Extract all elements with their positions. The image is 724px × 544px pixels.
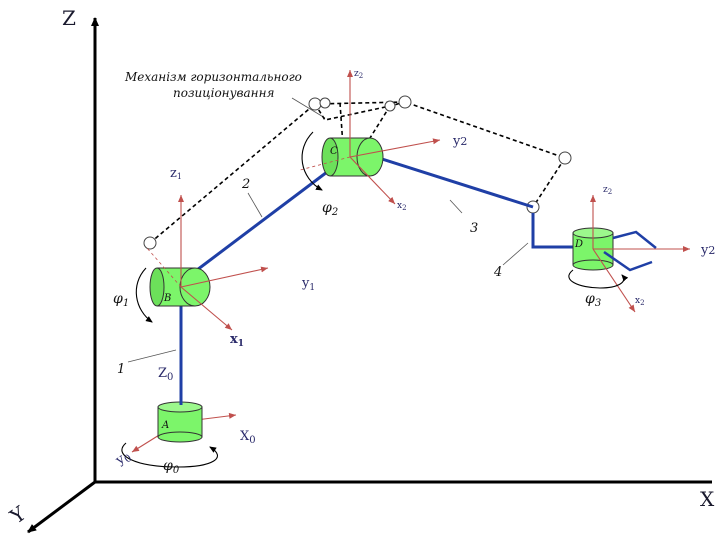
z1-label: z1 [170, 166, 182, 181]
link-3-label: 3 [470, 221, 478, 236]
x2-label-d: x2 [635, 296, 645, 307]
z0-label: Z0 [158, 366, 173, 383]
x-axis-label: X [700, 487, 715, 511]
phi0-label: φ0 [163, 458, 180, 476]
link-number-labels: 1 2 3 4 [117, 177, 529, 377]
frame-d-labels: z2 y2 x2 [603, 185, 715, 307]
y0-label: y0 [112, 448, 134, 470]
joint-a-cylinder: A [157, 395, 203, 443]
link-2-label: 2 [241, 177, 250, 192]
frame-c-labels: z2 y2 x2 [354, 69, 467, 212]
caption-leader [291, 97, 326, 119]
phi2-label: φ2 [322, 200, 338, 218]
z2-label-d: z2 [603, 185, 612, 196]
global-axes: Z X Y [5, 6, 715, 534]
link-3 [359, 150, 534, 209]
rotation-arcs [121, 131, 629, 468]
y2-label-d: y2 [700, 243, 715, 258]
x2-label-c: x2 [397, 201, 407, 212]
link-4 [531, 213, 575, 249]
x1-label: x1 [230, 332, 244, 349]
link-2 [180, 158, 344, 284]
gripper [603, 230, 657, 272]
y-axis-line [27, 480, 96, 534]
caption-line-2: позиціонування [173, 86, 274, 100]
phi3-label: φ3 [585, 291, 601, 309]
angle-labels: φ0 φ1 φ2 φ3 [113, 200, 601, 476]
z2-label-c: z2 [354, 69, 363, 80]
link-1-label: 1 [117, 362, 125, 377]
phi1-label: φ1 [113, 291, 129, 309]
joint-a-label: A [161, 420, 169, 431]
robot-links [179, 150, 575, 405]
y-axis-label: Y [5, 501, 31, 529]
x0-label: X0 [240, 429, 256, 446]
y2-label-c: y2 [452, 134, 467, 149]
frame-arrows [178, 70, 690, 331]
mechanism-caption: Механізм горизонтального позиціонування [124, 70, 326, 119]
y1-label: y1 [301, 276, 315, 293]
joint-dashed-axes [146, 156, 351, 288]
frame-b-labels: z1 y1 x1 [170, 166, 315, 349]
joint-b-label: B [163, 293, 171, 304]
linkage-pivots [143, 95, 572, 250]
joint-b-cylinder: B [149, 267, 211, 307]
joint-c-label: C [330, 146, 338, 157]
joint-d-label: D [574, 239, 583, 250]
link-4-label: 4 [493, 265, 502, 280]
caption-line-1: Механізм горизонтального [124, 70, 302, 84]
z-axis-label: Z [62, 6, 76, 30]
